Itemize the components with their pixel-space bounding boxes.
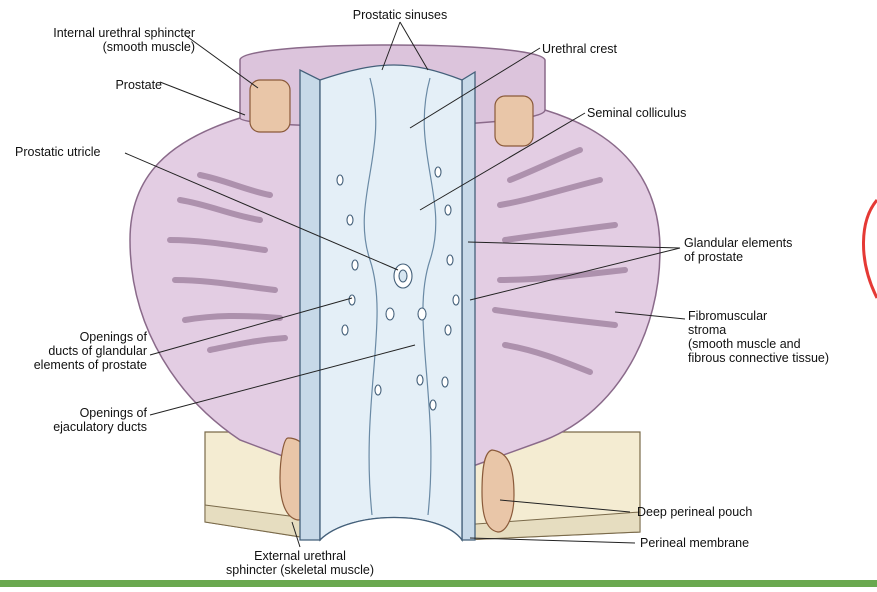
label-prostatic-sinuses: Prostatic sinuses — [340, 8, 460, 22]
edge-mark — [863, 200, 877, 298]
urethra-cut — [300, 65, 475, 540]
bottom-bar — [0, 580, 877, 587]
label-fibromuscular-stroma: Fibromuscular stroma (smooth muscle and … — [688, 309, 829, 365]
label-glandular-elements: Glandular elements of prostate — [684, 236, 792, 264]
label-openings-glandular-ducts: Openings of ducts of glandular elements … — [2, 330, 147, 372]
label-openings-ejaculatory-ducts: Openings of ejaculatory ducts — [2, 406, 147, 434]
label-perineal-membrane: Perineal membrane — [640, 536, 749, 550]
label-internal-sphincter: Internal urethral sphincter (smooth musc… — [5, 26, 195, 54]
label-urethral-crest: Urethral crest — [542, 42, 617, 56]
label-seminal-colliculus: Seminal colliculus — [587, 106, 686, 120]
label-external-sphincter: External urethral sphincter (skeletal mu… — [210, 549, 390, 577]
label-deep-perineal-pouch: Deep perineal pouch — [637, 505, 752, 519]
label-prostate: Prostate — [80, 78, 162, 92]
label-prostatic-utricle: Prostatic utricle — [15, 145, 100, 159]
